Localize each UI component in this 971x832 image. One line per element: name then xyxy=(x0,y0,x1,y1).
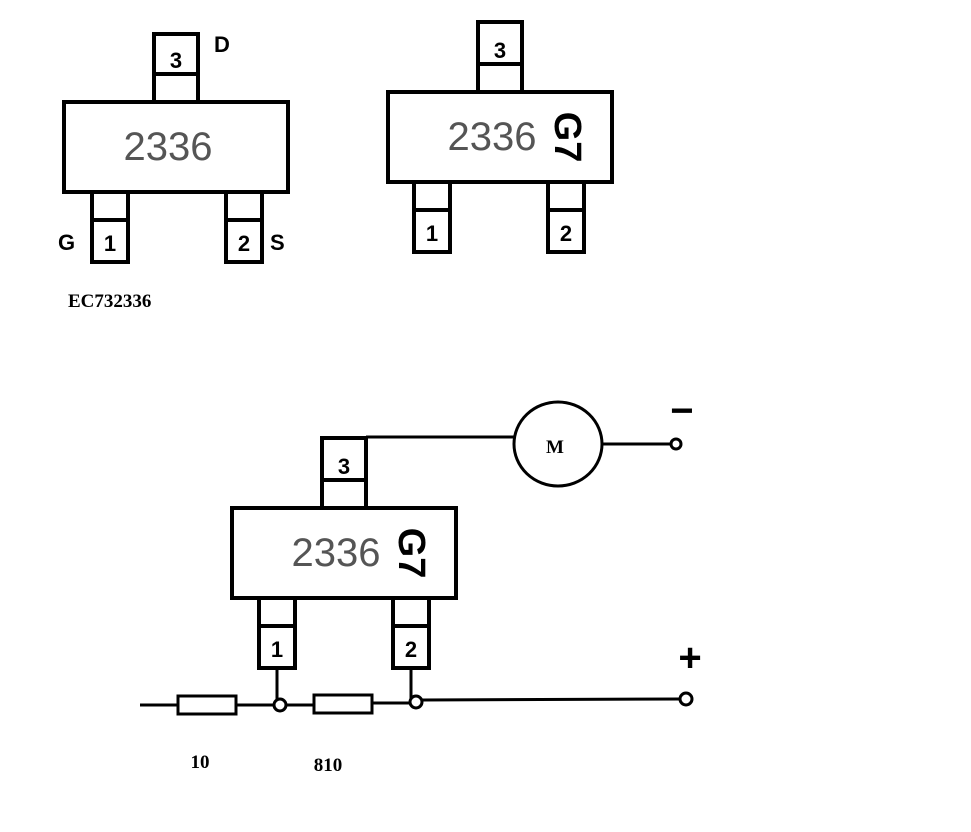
package-body xyxy=(62,100,290,194)
pin-1-tab xyxy=(90,218,130,264)
pin-3-tab xyxy=(320,436,368,482)
transistor-body xyxy=(230,506,458,600)
package-1: 3 D 2336 1 G 2 S EC732336 xyxy=(58,32,290,312)
pin-2-number: 2 xyxy=(238,231,250,256)
motor-label: M xyxy=(546,437,564,458)
resistor-10 xyxy=(176,694,238,716)
source-node xyxy=(408,694,424,710)
pin-3-number: 3 xyxy=(494,38,506,63)
resistor-10-label: 10 xyxy=(191,752,210,773)
date-code: G7 xyxy=(546,112,588,163)
pin-1-tab xyxy=(412,208,452,254)
pin-3-stem xyxy=(476,62,524,94)
circuit: M − 3 2336 G7 1 2 + 10 810 xyxy=(140,389,702,776)
drain-label: D xyxy=(214,32,230,57)
minus-sign: − xyxy=(670,389,693,433)
pin-2-stem xyxy=(546,180,586,212)
gate-label: G xyxy=(58,230,75,255)
transistor-marking: 2336 xyxy=(292,531,381,575)
package-2: 3 2336 G7 1 2 xyxy=(386,20,614,254)
pin-1-number: 1 xyxy=(104,231,116,256)
package-body xyxy=(386,90,614,184)
gate-node xyxy=(272,697,288,713)
pin-1-number: 1 xyxy=(426,221,438,246)
pin-1-number: 1 xyxy=(271,637,283,662)
pin-1-stem xyxy=(90,190,130,222)
date-code: G7 xyxy=(390,528,432,579)
pin-3-number: 3 xyxy=(338,454,350,479)
pin-3-number: 3 xyxy=(170,48,182,73)
package-marking: 2336 xyxy=(124,125,213,169)
package-marking: 2336 xyxy=(448,115,537,159)
pin-3-stem xyxy=(152,72,200,104)
pin-1-stem xyxy=(412,180,452,212)
pin-2-tab xyxy=(224,218,264,264)
pin-2-number: 2 xyxy=(405,637,417,662)
resistor-810 xyxy=(312,693,374,715)
plus-sign: + xyxy=(678,636,701,680)
resistor-810-label: 810 xyxy=(314,755,343,776)
plus-wire xyxy=(421,697,681,702)
part-number-caption: EC732336 xyxy=(68,291,151,312)
pin-3-stem xyxy=(320,478,368,510)
pin-2-tab xyxy=(546,208,586,254)
pin-2-stem xyxy=(224,190,264,222)
pin-1-stem xyxy=(257,596,297,628)
plus-terminal xyxy=(678,691,694,707)
minus-terminal xyxy=(669,437,683,451)
pin-2-number: 2 xyxy=(560,221,572,246)
pin-2-stem xyxy=(391,596,431,628)
source-label: S xyxy=(270,230,285,255)
